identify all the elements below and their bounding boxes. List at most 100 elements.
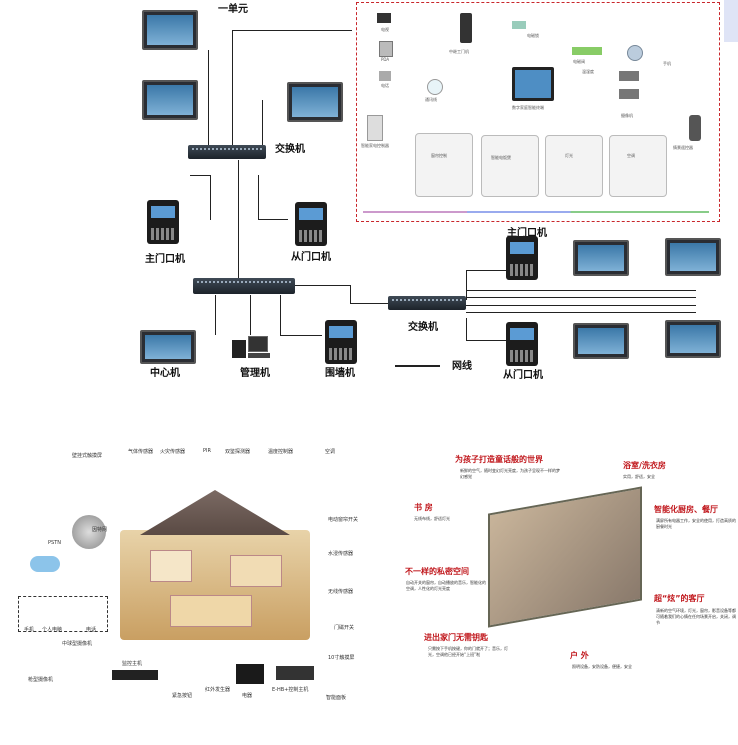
device-label: 水浸传感器 (328, 551, 354, 557)
sub-door-station (295, 202, 327, 246)
inset-label: 空调 (627, 153, 635, 158)
area-desc: 只需按下手机按键，你的门就开了；音乐，灯光，空调他已经开始“上班”啦 (428, 646, 508, 657)
switch-b-label: 交换机 (408, 322, 438, 333)
manager-label: 管理机 (240, 368, 270, 379)
device-label: PSTN (48, 540, 61, 546)
indoor-monitor (287, 82, 343, 122)
device-label: 手机 (24, 627, 35, 633)
device-label: 门磁开关 (334, 625, 355, 631)
area-title: 进出家门无需钥匙 (424, 633, 488, 642)
device-label: 中球型摄像机 (62, 641, 93, 647)
corner-decoration (724, 0, 738, 42)
device-label: 因特网 (92, 527, 108, 533)
device-label: 电器 (242, 693, 253, 699)
device-label: 红外发生器 (205, 687, 231, 693)
inset-label: 手机 (663, 61, 671, 66)
inset-label: 通讯线 (425, 97, 437, 102)
manager-pc-icon (232, 336, 272, 360)
internet-globe-icon (72, 515, 106, 549)
area-desc: 无线布线，舒适灯光 (414, 516, 450, 521)
center-monitor (140, 330, 196, 364)
main-door-station (147, 200, 179, 244)
area-title: 为孩子打造童话般的世界 (455, 455, 543, 464)
wall-label: 围墙机 (325, 368, 355, 379)
apartment-diagram: 为孩子打造童话般的世界 新鲜的空气，随时变幻灯光亮度，为孩子呈现不一样的梦幻感觉… (400, 440, 738, 710)
rice-cooker-box (481, 135, 539, 197)
inset-label: 情景遥控器 (673, 145, 693, 150)
inset-label: 温湿度 (582, 69, 594, 74)
indoor-monitor (665, 320, 721, 358)
inset-label: PDA (381, 57, 390, 62)
inset-label: 数字家庭智能终端 (512, 105, 544, 110)
device-label: 空调 (325, 449, 336, 455)
area-desc: 新鲜的空气，随时变幻灯光亮度，为孩子呈现不一样的梦幻感觉 (460, 468, 560, 479)
cloud-icon (30, 556, 60, 572)
house-illustration (120, 490, 310, 640)
inset-label: 摄像机 (621, 113, 633, 118)
device-label: 枪型摄像机 (28, 677, 54, 683)
device-label: 智能面板 (326, 695, 347, 701)
device-label: 个人电脑 (42, 627, 63, 633)
smart-home-diagram: 壁挂式触摸屏 气体传感器 火灾传感器 PIR 双鉴探测器 温度控制器 空调 电动… (0, 430, 370, 730)
device-label: 壁挂式触摸屏 (72, 453, 103, 459)
device-label: E-HB+控制主机 (272, 687, 309, 693)
unit-switch (388, 296, 466, 310)
inset-label: 灯光 (565, 153, 573, 158)
device-label: 无线传感器 (328, 589, 354, 595)
indoor-monitor (665, 238, 721, 276)
aircon-box (609, 135, 667, 197)
inset-label: 电磁阀 (573, 59, 585, 64)
apartment-model (488, 486, 642, 628)
inset-label: 智能家电控制器 (361, 143, 389, 148)
tv-icon (236, 664, 264, 684)
area-title: 不一样的私密空间 (405, 567, 469, 576)
devices-dashed-box (18, 596, 108, 632)
network-cable-label: 网线 (452, 361, 472, 372)
device-label: 10寸触摸屏 (328, 655, 355, 661)
area-desc: 清新的空气环境，灯光，窗帘，影音设备等都可随着我们的心情在任何场景开启，关闭，调… (656, 608, 736, 625)
center-label: 中心机 (150, 368, 180, 379)
sub-door2-label: 从门口机 (503, 370, 543, 381)
main-door2-label: 主门口机 (507, 228, 547, 239)
indoor-monitor (142, 80, 198, 120)
device-label: 气体传感器 (128, 449, 154, 455)
control-host-icon (112, 670, 158, 680)
device-label: 电动窗帘开关 (328, 517, 359, 523)
inset-label: 电磁锁 (527, 33, 539, 38)
ehb-controller-icon (276, 666, 314, 680)
indoor-monitor (573, 240, 629, 276)
area-title: 浴室/洗衣房 (623, 461, 666, 470)
area-title: 户 外 (570, 651, 589, 660)
device-label: 双鉴探测器 (225, 449, 251, 455)
area-title: 超“炫”的客厅 (654, 594, 705, 603)
inset-label: 电话 (381, 83, 389, 88)
area-desc: 满屏所有电器工作，安全的使用，打造高质的厨餐时光 (656, 518, 736, 529)
unit-label: 一单元 (218, 4, 248, 15)
area-title: 智能化厨房、餐厅 (654, 505, 718, 514)
indoor-monitor (142, 10, 198, 50)
inset-label: 中继工门机 (449, 49, 469, 54)
inset-label: 智能电饭煲 (491, 155, 511, 160)
core-switch (193, 278, 295, 294)
device-label: 火灾传感器 (160, 449, 186, 455)
network-switch (188, 145, 266, 159)
device-label: 监控主机 (122, 661, 143, 667)
network-diagram: 一单元 交换机 主门口机 从门口机 中心机 管理机 围墙机 交换机 网线 主门口… (140, 2, 721, 381)
device-label: PIR (203, 448, 211, 454)
area-title: 书 房 (414, 503, 433, 512)
switch-label: 交换机 (275, 144, 305, 155)
lighting-box (545, 135, 603, 197)
device-label: 电话 (86, 627, 97, 633)
sub-door-station-2 (506, 322, 538, 366)
smart-home-inset: 电视 PDA 电话 通讯线 中继工门机 电磁锁 数字家庭智能终端 温湿度 摄像机… (356, 2, 720, 222)
area-desc: 实用，舒适，安全 (623, 474, 655, 479)
inset-label: 电视 (381, 27, 389, 32)
device-label: 紧急按钮 (172, 693, 193, 699)
indoor-monitor (573, 323, 629, 359)
area-desc: 自动开关的窗帘，自动播放的音乐，智能化的空调，人性化的灯光亮度 (406, 580, 486, 591)
main-door-station-2 (506, 236, 538, 280)
inset-label: 窗帘控制 (431, 153, 447, 158)
curtain-control-box (415, 133, 473, 197)
area-desc: 照明设备，安防设备，便捷，安全 (572, 664, 632, 669)
device-label: 温度控制器 (268, 449, 294, 455)
